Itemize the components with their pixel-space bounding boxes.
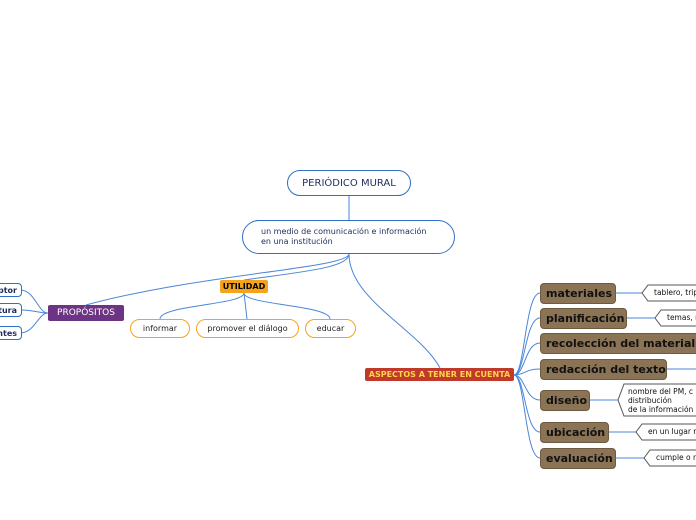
utilidad-child-label: educar — [316, 324, 345, 333]
detail-text: tablero, trip — [654, 288, 696, 297]
detail-evaluacion: cumple o n — [646, 453, 696, 462]
aspecto-planificacion[interactable]: planificación — [540, 308, 627, 329]
aspecto-diseno[interactable]: diseño — [540, 390, 590, 411]
description-line-1: un medio de comunicación e información — [261, 226, 427, 236]
root-label: PERIÓDICO MURAL — [302, 177, 396, 189]
aspecto-label: redacción del texto — [546, 363, 666, 376]
aspectos-node[interactable]: ASPECTOS A TENER EN CUENTA — [365, 368, 514, 381]
detail-text: cumple o n — [656, 453, 696, 462]
utilidad-child-informar[interactable]: informar — [130, 319, 190, 338]
detail-text: nombre del PM, c — [628, 387, 694, 396]
utilidad-child-label: promover el diálogo — [207, 324, 288, 333]
detail-text: distribución — [628, 396, 672, 405]
propositos-child-3[interactable]: ontes — [0, 326, 22, 340]
aspectos-label: ASPECTOS A TENER EN CUENTA — [368, 370, 511, 379]
aspecto-ubicacion[interactable]: ubicación — [540, 422, 609, 443]
detail-planificacion: temas, r — [657, 313, 696, 322]
aspecto-redaccion[interactable]: redacción del texto — [540, 359, 667, 380]
description-line-2: en una institución — [261, 237, 333, 246]
propositos-label: PROPÓSITOS — [57, 308, 115, 318]
detail-diseno: nombre del PM, c distribución de la info… — [618, 387, 693, 414]
aspecto-label: materiales — [546, 287, 612, 300]
propositos-child-2[interactable]: ctura — [0, 303, 22, 317]
utilidad-node[interactable]: UTILIDAD — [220, 280, 268, 293]
aspecto-label: recolección del material — [546, 337, 696, 350]
aspecto-label: planificación — [546, 312, 625, 325]
aspecto-materiales[interactable]: materiales — [540, 283, 616, 304]
detail-text: de la información — [628, 405, 694, 414]
detail-materiales: tablero, trip — [644, 288, 696, 297]
detail-ubicacion: en un lugar r — [638, 427, 696, 436]
utilidad-child-label: informar — [142, 324, 178, 333]
aspecto-label: ubicación — [546, 426, 606, 439]
propositos-child-label: eptor — [0, 285, 17, 295]
root-node[interactable]: PERIÓDICO MURAL — [287, 170, 411, 196]
description-node[interactable]: un medio de comunicación e información e… — [242, 220, 455, 254]
utilidad-label: UTILIDAD — [222, 282, 266, 291]
aspecto-evaluacion[interactable]: evaluación — [540, 448, 616, 469]
propositos-child-label: ctura — [0, 305, 17, 315]
detail-text: temas, r — [667, 313, 696, 322]
propositos-child-1[interactable]: eptor — [0, 283, 22, 297]
propositos-child-label: ontes — [0, 328, 17, 338]
utilidad-child-promover[interactable]: promover el diálogo — [196, 319, 299, 338]
propositos-node[interactable]: PROPÓSITOS — [48, 305, 124, 321]
aspecto-recoleccion[interactable]: recolección del material — [540, 333, 696, 354]
detail-text: en un lugar r — [648, 427, 696, 436]
aspecto-label: evaluación — [546, 452, 613, 465]
aspecto-label: diseño — [546, 394, 588, 407]
utilidad-child-educar[interactable]: educar — [305, 319, 356, 338]
